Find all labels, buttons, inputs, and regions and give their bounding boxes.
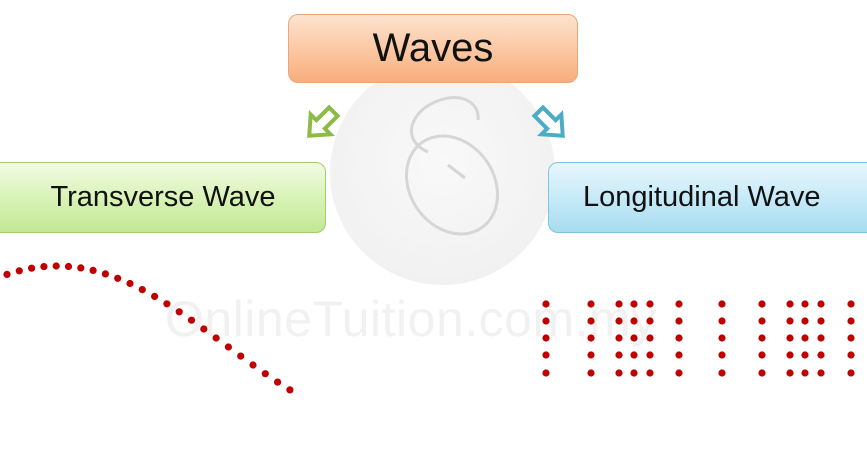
longitudinal-wave-dot <box>817 351 825 359</box>
longitudinal-wave-dot <box>758 300 766 308</box>
longitudinal-wave-dot <box>542 351 550 359</box>
longitudinal-wave-dot <box>646 369 654 377</box>
transverse-wave-dot <box>64 262 73 271</box>
transverse-wave-dot <box>200 325 208 333</box>
longitudinal-wave-dot <box>675 334 683 342</box>
longitudinal-wave-dot <box>718 300 726 308</box>
transverse-wave-box: Transverse Wave <box>0 162 326 233</box>
down-right-arrow-icon <box>531 104 565 138</box>
longitudinal-wave-dot <box>847 334 855 342</box>
longitudinal-wave-dot <box>758 317 766 325</box>
longitudinal-wave-dot <box>587 369 595 377</box>
transverse-wave-dot <box>114 274 122 282</box>
longitudinal-wave-dot <box>675 369 683 377</box>
transverse-wave-dot <box>3 270 11 278</box>
longitudinal-wave-dot <box>786 317 794 325</box>
longitudinal-wave-dot <box>675 317 683 325</box>
longitudinal-wave-dot <box>801 351 809 359</box>
longitudinal-wave-dot <box>646 317 654 325</box>
longitudinal-wave-dot <box>758 369 766 377</box>
longitudinal-wave-dot <box>817 300 825 308</box>
longitudinal-wave-dot <box>718 351 726 359</box>
down-left-arrow-icon <box>307 104 341 138</box>
longitudinal-wave-dot <box>817 334 825 342</box>
longitudinal-wave-dot <box>847 351 855 359</box>
transverse-wave-dot <box>261 370 269 378</box>
transverse-wave-dot <box>163 300 171 308</box>
longitudinal-wave-dot <box>646 334 654 342</box>
transverse-wave-dot <box>212 334 220 342</box>
longitudinal-wave-dot <box>587 351 595 359</box>
transverse-wave-dot <box>187 316 196 324</box>
watermark-text: OnlineTuition.com.my <box>165 291 657 347</box>
transverse-wave-dot <box>89 266 97 274</box>
longitudinal-wave-dot <box>801 369 809 377</box>
longitudinal-wave-dot <box>786 369 794 377</box>
longitudinal-wave-dot <box>630 351 638 359</box>
longitudinal-wave-dot <box>630 369 638 377</box>
waves-title: Waves <box>372 26 494 70</box>
transverse-wave-dot <box>175 308 183 316</box>
longitudinal-wave-dot <box>630 300 638 308</box>
longitudinal-wave-box: Longitudinal Wave <box>548 162 867 233</box>
transverse-wave-dot <box>286 386 294 394</box>
longitudinal-wave-dot <box>718 369 726 377</box>
longitudinal-wave-dot <box>718 317 726 325</box>
longitudinal-wave-dot <box>646 351 654 359</box>
longitudinal-wave-dot <box>542 300 550 308</box>
longitudinal-wave-dot <box>801 317 809 325</box>
longitudinal-wave-dot <box>817 369 825 377</box>
longitudinal-wave-dot <box>542 369 550 377</box>
longitudinal-wave-dot <box>675 351 683 359</box>
transverse-wave-dot <box>237 352 245 360</box>
longitudinal-wave-dot <box>847 300 855 308</box>
transverse-wave-dot <box>101 270 109 278</box>
longitudinal-wave-dot <box>615 369 623 377</box>
longitudinal-wave-dot <box>587 300 595 308</box>
watermark-circle <box>330 60 555 285</box>
mouse-icon <box>404 96 500 236</box>
longitudinal-wave-dot <box>615 317 623 325</box>
longitudinal-wave-dot <box>758 351 766 359</box>
transverse-wave-dot <box>126 279 134 288</box>
transverse-wave-dot <box>40 263 48 271</box>
longitudinal-wave-dot <box>758 334 766 342</box>
transverse-wave-dot <box>249 361 257 369</box>
transverse-wave-dot <box>28 264 36 272</box>
longitudinal-wave-dot <box>817 317 825 325</box>
longitudinal-wave-dot <box>587 334 595 342</box>
longitudinal-wave-dot <box>847 317 855 325</box>
transverse-wave-dot <box>52 262 60 270</box>
longitudinal-wave-label: Longitudinal Wave <box>583 181 821 213</box>
longitudinal-wave-dot <box>646 300 654 308</box>
transverse-wave-dot <box>15 267 23 275</box>
transverse-wave-dot <box>151 292 159 300</box>
transverse-wave-dot <box>77 264 85 272</box>
longitudinal-wave-dot <box>630 334 638 342</box>
longitudinal-wave-dot <box>801 334 809 342</box>
longitudinal-wave-dot <box>542 317 550 325</box>
waves-title-box: Waves <box>288 14 578 83</box>
longitudinal-wave-dot <box>718 334 726 342</box>
transverse-wave-label: Transverse Wave <box>50 181 276 213</box>
longitudinal-wave-dot <box>630 317 638 325</box>
longitudinal-wave-dot <box>587 317 595 325</box>
longitudinal-wave-dot <box>847 369 855 377</box>
transverse-wave-dot <box>138 286 146 294</box>
transverse-wave-dot <box>224 343 232 351</box>
longitudinal-wave-dot <box>675 300 683 308</box>
transverse-wave-dot <box>274 378 282 386</box>
longitudinal-wave-dot <box>615 334 623 342</box>
longitudinal-wave-dot <box>786 334 794 342</box>
longitudinal-wave-dot <box>615 351 623 359</box>
longitudinal-wave-dot <box>786 351 794 359</box>
longitudinal-wave-dot <box>542 334 550 342</box>
longitudinal-wave-dot <box>615 300 623 308</box>
longitudinal-wave-dot <box>801 300 809 308</box>
longitudinal-wave-dot <box>786 300 794 308</box>
